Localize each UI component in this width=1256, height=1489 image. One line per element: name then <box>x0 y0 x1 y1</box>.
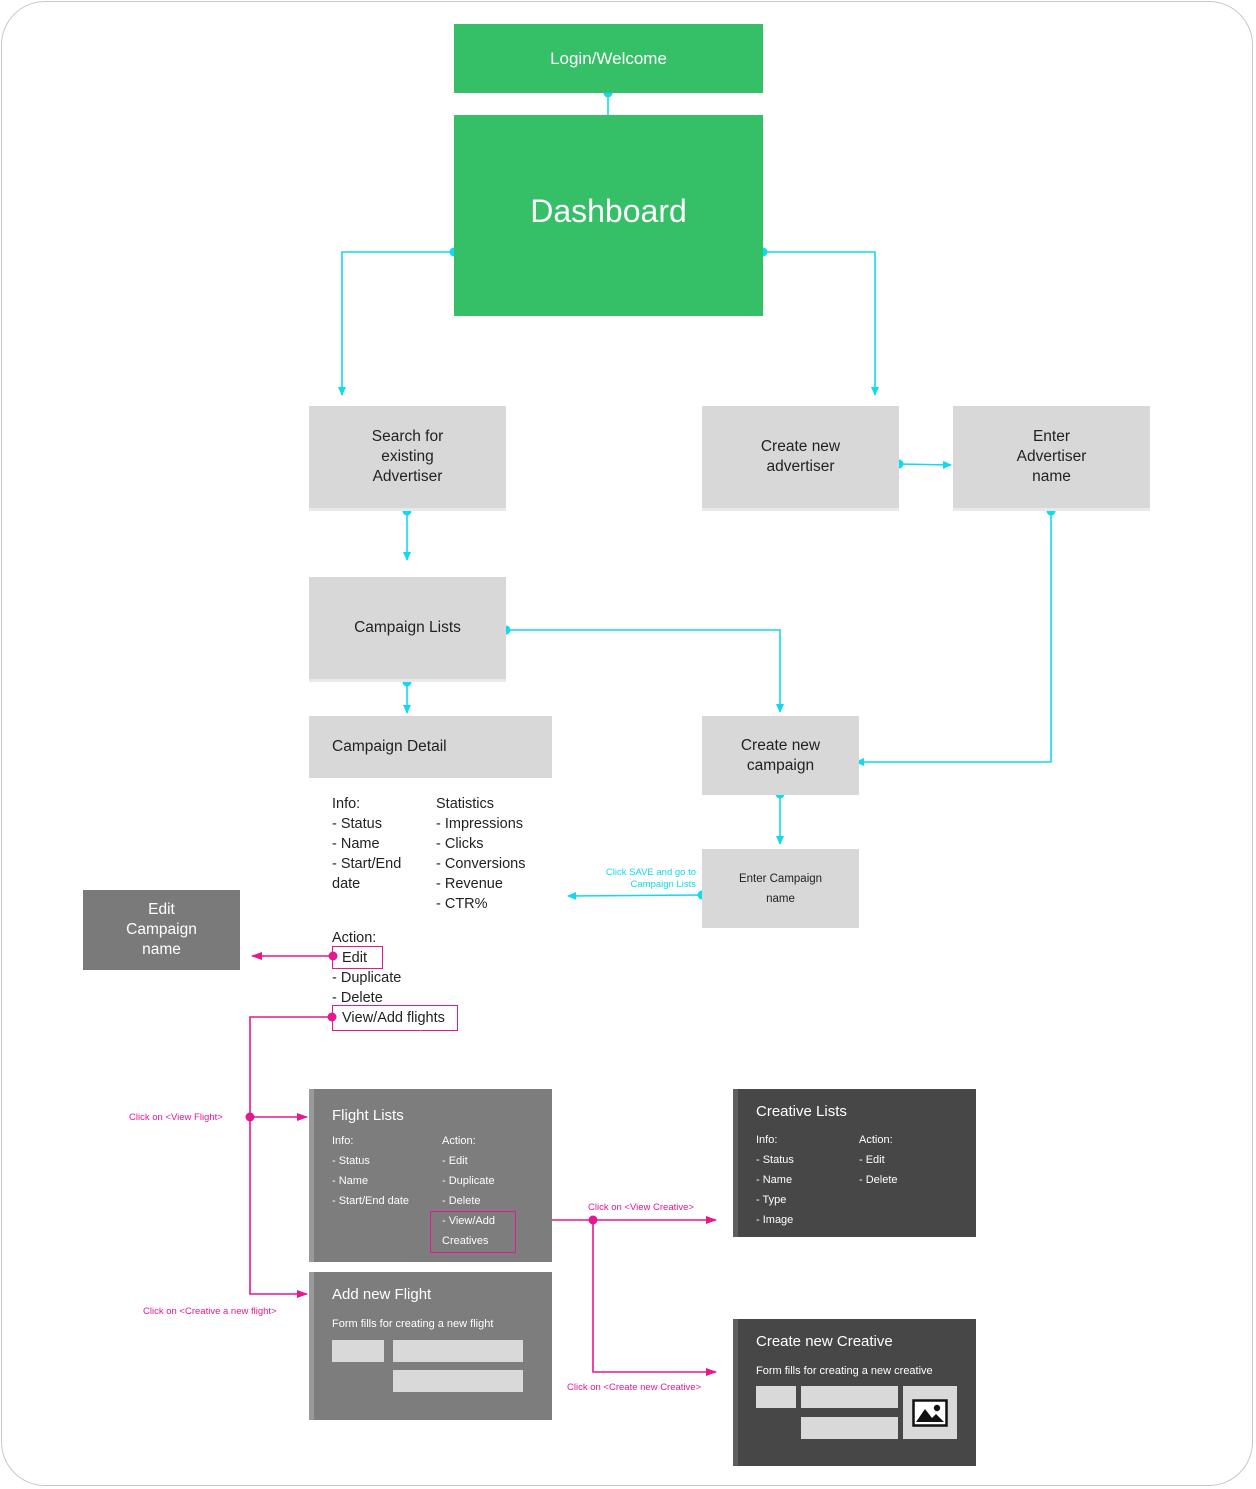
flight-action-item[interactable]: - Edit <box>442 1155 468 1167</box>
creative-info-item: - Type <box>756 1194 787 1206</box>
edit-highlight <box>332 946 383 969</box>
flight-action-item[interactable]: - Duplicate <box>442 1175 495 1187</box>
image-placeholder-icon <box>912 1398 948 1427</box>
flight-action-header: Action: <box>442 1135 476 1147</box>
search-advertiser-line-2: existing <box>381 448 434 465</box>
enter-campaign-line-2: name <box>766 892 795 905</box>
creative-action-item[interactable]: - Delete <box>859 1174 898 1186</box>
flight-action-item[interactable]: - Delete <box>442 1195 481 1207</box>
flight-form-field[interactable] <box>393 1370 523 1392</box>
flight-lists-panel: Flight Lists Info: - Status - Name - Sta… <box>309 1089 552 1262</box>
create-advertiser-line-1: Create new <box>760 438 841 455</box>
edit-campaign-name-node: Edit Campaign name <box>83 890 240 970</box>
enter-campaign-node: Enter Campaign name <box>702 849 859 928</box>
campaign-info-item: date <box>332 876 361 892</box>
campaign-action-edit[interactable]: Edit <box>342 950 367 966</box>
view-creative-note: Click on <View Creative> <box>588 1202 694 1213</box>
add-flight-panel: Add new Flight Form fills for creating a… <box>309 1272 552 1420</box>
campaign-stats-header: Statistics <box>436 796 495 812</box>
enter-advertiser-line-3: name <box>1032 468 1071 485</box>
campaign-action-delete[interactable]: - Delete <box>332 990 383 1006</box>
flight-info-item: - Start/End date <box>332 1195 410 1207</box>
campaign-lists-node: Campaign Lists <box>309 577 506 682</box>
view-flights-highlight <box>332 1005 458 1031</box>
campaign-detail-label: Campaign Detail <box>332 738 447 755</box>
creative-action-block: Action: - Edit - Delete <box>859 1130 898 1190</box>
campaign-lists-label: Campaign Lists <box>354 619 461 636</box>
creative-image-field[interactable] <box>903 1386 957 1439</box>
create-advertiser-line-2: advertiser <box>766 458 835 475</box>
flight-info-header: Info: <box>332 1135 354 1147</box>
campaign-stats-item: - Conversions <box>436 856 526 872</box>
creative-info-header: Info: <box>756 1134 778 1146</box>
campaign-info-block: Info: - Status - Name - Start/End date <box>332 794 401 894</box>
edit-campaign-line-1: Edit <box>148 901 175 918</box>
search-advertiser-node: Search for existing Advertiser <box>309 406 506 511</box>
create-creative-subtitle: Form fills for creating a new creative <box>756 1365 933 1377</box>
creative-form-field[interactable] <box>756 1386 796 1408</box>
add-flight-subtitle: Form fills for creating a new flight <box>332 1318 494 1330</box>
login-welcome-node: Login/Welcome <box>454 24 763 93</box>
enter-advertiser-line-1: Enter <box>1032 428 1071 445</box>
campaign-action-view-flights[interactable]: View/Add flights <box>342 1010 445 1026</box>
flight-lists-title: Flight Lists <box>332 1107 404 1124</box>
search-advertiser-line-1: Search for <box>371 428 444 445</box>
flight-action-view-creatives-2[interactable]: Creatives <box>442 1235 489 1247</box>
create-campaign-node: Create new campaign <box>702 716 859 795</box>
edit-campaign-line-3: name <box>142 941 181 958</box>
flight-info-item: - Status <box>332 1155 370 1167</box>
campaign-action-header: Action: <box>332 930 377 946</box>
campaign-stats-item: - Revenue <box>436 876 503 892</box>
create-campaign-line-1: Create new <box>740 736 821 754</box>
flight-form-field[interactable] <box>393 1340 523 1362</box>
campaign-stats-item: - Impressions <box>436 816 524 832</box>
campaign-stats-item: - Clicks <box>436 836 484 852</box>
flight-info-block: Info: - Status - Name - Start/End date <box>332 1131 409 1211</box>
search-advertiser-line-3: Advertiser <box>372 468 443 485</box>
enter-advertiser-node: Enter Advertiser name <box>953 406 1150 511</box>
create-flight-note: Click on <Creative a new flight> <box>143 1306 277 1317</box>
enter-advertiser-line-2: Advertiser <box>1016 448 1087 465</box>
flight-info-item: - Name <box>332 1175 369 1187</box>
creative-lists-title: Creative Lists <box>756 1103 847 1120</box>
campaign-info-header: Info: <box>332 796 361 812</box>
flight-action-view-creatives[interactable]: - View/Add <box>442 1215 495 1227</box>
login-label: Login/Welcome <box>550 48 667 68</box>
dashboard-node: Dashboard <box>454 115 763 316</box>
creative-info-item: - Status <box>756 1154 794 1166</box>
save-note-line-2: Campaign Lists <box>630 879 696 890</box>
creative-action-header: Action: <box>859 1134 893 1146</box>
campaign-info-item: - Status <box>332 816 382 832</box>
creative-info-item: - Name <box>756 1174 793 1186</box>
create-creative-panel: Create new Creative Form fills for creat… <box>733 1319 976 1466</box>
enter-campaign-line-1: Enter Campaign <box>738 872 823 885</box>
creative-info-item: - Image <box>756 1214 794 1226</box>
creative-lists-panel: Creative Lists Info: - Status - Name - T… <box>733 1089 976 1237</box>
flight-form-field[interactable] <box>332 1340 384 1362</box>
view-flight-note: Click on <View Flight> <box>129 1112 223 1123</box>
save-note-line-1: Click SAVE and go to <box>605 867 696 878</box>
create-creative-title: Create new Creative <box>756 1333 893 1350</box>
create-campaign-line-2: campaign <box>746 756 815 774</box>
edit-campaign-line-2: Campaign <box>126 921 197 938</box>
campaign-action-duplicate[interactable]: - Duplicate <box>332 970 402 986</box>
campaign-info-item: - Start/End <box>332 856 402 872</box>
creative-form-field[interactable] <box>801 1386 898 1408</box>
create-creative-note: Click on <Create new Creative> <box>567 1382 702 1393</box>
campaign-detail-node: Campaign Detail <box>309 716 552 778</box>
dashboard-label: Dashboard <box>530 193 687 229</box>
save-note: Click SAVE and go to Campaign Lists <box>584 867 696 891</box>
creative-info-block: Info: - Status - Name - Type - Image <box>756 1130 794 1230</box>
flight-action-block: Action: - Edit - Duplicate - Delete - Vi… <box>442 1131 495 1251</box>
creative-action-item[interactable]: - Edit <box>859 1154 885 1166</box>
campaign-stats-block: Statistics - Impressions - Clicks - Conv… <box>436 794 525 914</box>
campaign-info-item: - Name <box>332 836 380 852</box>
view-creatives-highlight <box>430 1211 516 1253</box>
creative-form-field[interactable] <box>801 1417 898 1439</box>
campaign-stats-item: - CTR% <box>436 896 488 912</box>
add-flight-title: Add new Flight <box>332 1286 432 1303</box>
create-advertiser-node: Create new advertiser <box>702 406 899 511</box>
